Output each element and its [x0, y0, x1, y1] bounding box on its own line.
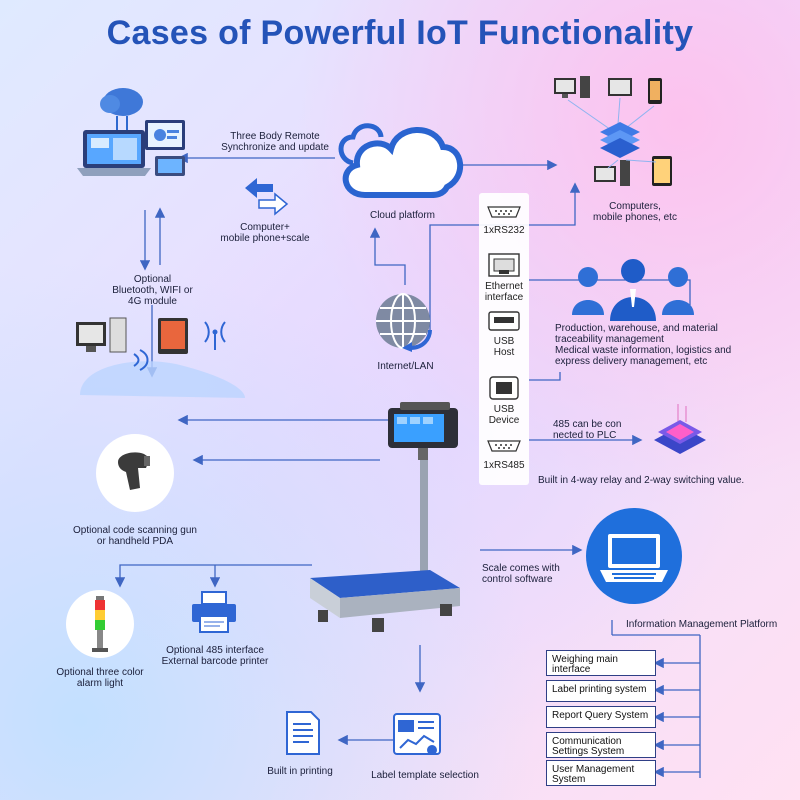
page-title: Cases of Powerful IoT Functionality [106, 14, 694, 52]
globe-internet-icon [376, 293, 432, 352]
usb-host-label-line1: USB [493, 336, 515, 347]
alarm-light-icon [66, 590, 134, 658]
rs232-port-icon [487, 206, 521, 218]
alarm-label-line1: Optional three color [56, 667, 144, 678]
control-software-line1: Scale comes with [482, 563, 560, 574]
scanner-label: Optional code scanning gun or handheld P… [55, 525, 215, 547]
usb-device-label-line2: Device [488, 415, 520, 426]
plc-chip-icon [654, 404, 706, 454]
control-software-label: Scale comes with control software [482, 563, 582, 585]
system-report-query: Report Query System [546, 706, 656, 728]
swap-label-line1: Computer+ [240, 222, 290, 233]
scanner-label-line1: Optional code scanning gun [73, 525, 197, 536]
printer-label-line2: External barcode printer [161, 656, 269, 667]
ethernet-label-line2: interface [484, 292, 524, 303]
traceability-line2: traceability management [555, 334, 664, 345]
rs485-label: 1xRS485 [483, 460, 525, 471]
laptop-platform-icon [586, 508, 682, 604]
swap-arrows-icon [245, 178, 289, 216]
usb-device-port-icon [489, 376, 519, 400]
usb-device-label: USB Device [479, 404, 529, 426]
wireless-module-label: Optional Bluetooth, WIFI or 4G module [95, 274, 210, 307]
devices-cluster-icon [76, 317, 245, 398]
relay-label: Built in 4-way relay and 2-way switching… [538, 475, 745, 486]
cloud-icon [338, 123, 464, 198]
system-communication-settings: Communication Settings System [546, 732, 656, 758]
interface-panel: 1xRS232 Ethernet interface USB Host USB … [479, 193, 529, 485]
barcode-printer-icon [192, 591, 236, 633]
printer-label: Optional 485 interface External barcode … [150, 645, 280, 667]
cloud-platform-label: Cloud platform [369, 210, 436, 221]
weighing-scale-icon [310, 402, 460, 632]
alarm-label: Optional three color alarm light [40, 667, 160, 689]
swap-label-line2: mobile phone+scale [220, 233, 310, 244]
internet-label: Internet/LAN [377, 361, 434, 372]
ethernet-label: Ethernet interface [479, 281, 529, 303]
wireless-module-line3: 4G module [128, 296, 177, 307]
imp-title: Information Management Platform [626, 619, 778, 630]
laptop-dashboard-icon [77, 88, 185, 176]
traceability-line4: express delivery management, etc [555, 356, 708, 367]
computers-label-line2: mobile phones, etc [593, 212, 677, 223]
usb-host-label: USB Host [479, 336, 529, 358]
builtin-printing-label: Built in printing [267, 766, 333, 777]
plc-label-line1: 485 can be con [553, 419, 622, 430]
usb-host-label-line2: Host [493, 347, 515, 358]
system-weighing-main: Weighing main interface [546, 650, 656, 676]
sync-label: Three Body Remote Synchronize and update [195, 131, 355, 153]
control-software-line2: control software [482, 574, 553, 585]
rs485-port-icon [487, 440, 521, 452]
rs232-label: 1xRS232 [483, 225, 525, 236]
people-group-icon [572, 259, 694, 321]
sync-label-line1: Three Body Remote [230, 131, 320, 142]
plc-label: 485 can be con nected to PLC [553, 419, 643, 441]
ethernet-port-icon [488, 253, 520, 277]
label-template-label: Label template selection [371, 770, 479, 781]
wireless-module-line2: Bluetooth, WIFI or [112, 285, 193, 296]
printer-label-line1: Optional 485 interface [166, 645, 264, 656]
usb-host-port-icon [488, 311, 520, 331]
alarm-label-line2: alarm light [76, 678, 124, 689]
usb-device-label-line1: USB [493, 404, 515, 415]
computers-network-icon [554, 76, 672, 186]
scanner-label-line2: or handheld PDA [96, 536, 174, 547]
plc-label-line2: nected to PLC [553, 430, 617, 441]
system-label-printing: Label printing system [546, 680, 656, 702]
system-user-management: User Management System [546, 760, 656, 786]
label-template-icon [393, 713, 441, 755]
wireless-module-line1: Optional [133, 274, 172, 285]
traceability-line3: Medical waste information, logistics and [555, 345, 732, 356]
computers-label: Computers, mobile phones, etc [580, 201, 690, 223]
computers-label-line1: Computers, [609, 201, 661, 212]
swap-label: Computer+ mobile phone+scale [205, 222, 325, 244]
document-print-icon [286, 711, 320, 755]
traceability-label: Production, warehouse, and material trac… [555, 323, 755, 367]
ethernet-label-line1: Ethernet [485, 281, 523, 292]
traceability-line1: Production, warehouse, and material [555, 323, 718, 334]
sync-label-line2: Synchronize and update [221, 142, 329, 153]
barcode-scanner-icon [96, 434, 174, 512]
